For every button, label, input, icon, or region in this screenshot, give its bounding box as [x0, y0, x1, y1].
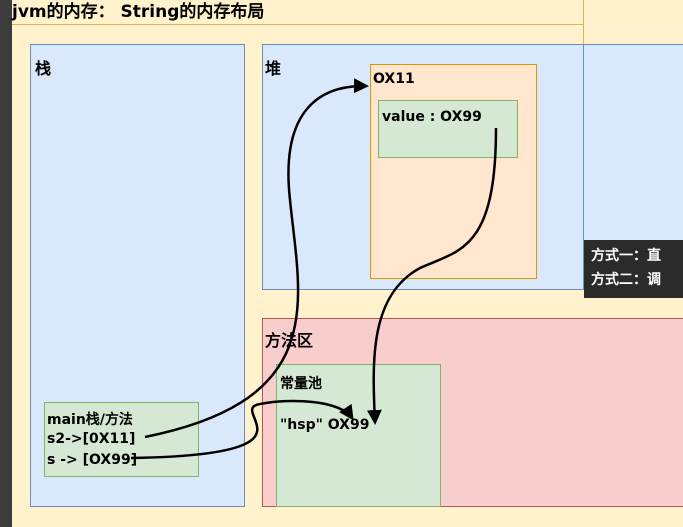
- stack-label: 栈: [35, 59, 52, 78]
- method-tip-overlay: 方式一：直 方式二：调: [584, 240, 683, 298]
- heap-string-object: OX11: [370, 64, 537, 279]
- tip-line-1: 方式一：直: [591, 248, 661, 264]
- method-area-label: 方法区: [265, 331, 314, 350]
- main-frame-label: main栈/方法: [47, 412, 133, 428]
- constant-pool-box: 常量池 "hsp" OX99: [276, 364, 441, 507]
- arrow-value-to-constant-pool: [366, 127, 498, 425]
- arrow-s2-to-heap-object: [144, 78, 369, 439]
- value-field-text: value : OX99: [382, 109, 482, 125]
- tip-line-2: 方式二：调: [591, 272, 661, 288]
- stack-var-s: s -> [OX99]: [47, 452, 138, 468]
- constant-pool-label: 常量池: [280, 376, 322, 392]
- stack-var-s2: s2->[0X11]: [47, 431, 136, 447]
- heap-label: 堆: [265, 59, 282, 78]
- canvas-divider-top: [12, 24, 583, 25]
- arrow-s-to-constant-pool: [130, 399, 354, 460]
- heap-object-address: OX11: [373, 71, 415, 87]
- main-stack-frame: main栈/方法 s2->[0X11] s -> [OX99]: [44, 402, 199, 477]
- constant-pool-entry: "hsp" OX99: [280, 417, 370, 433]
- diagram-title: jvm的内存： String的内存布局: [12, 2, 265, 22]
- left-edge-strip: [0, 0, 12, 527]
